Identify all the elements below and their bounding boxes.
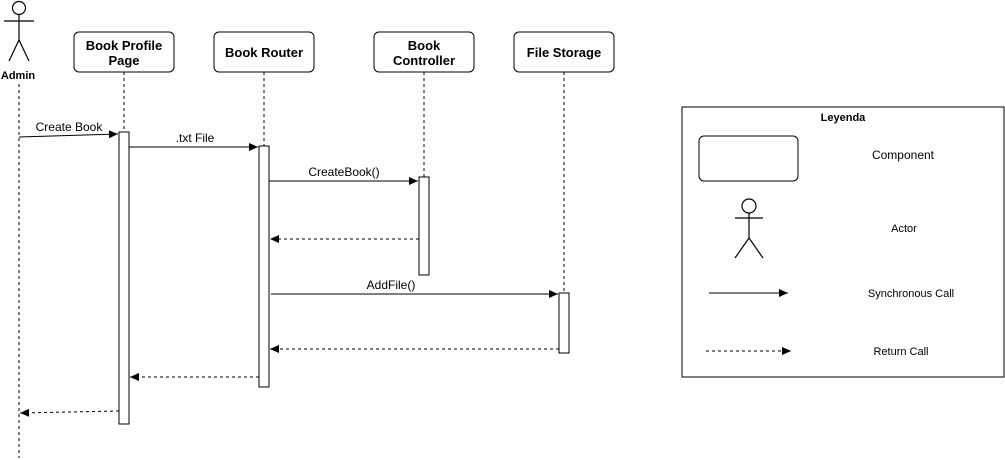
legend-component-swatch — [698, 135, 799, 182]
participant-label-line1: Book Profile — [86, 38, 163, 53]
legend-actor-icon — [734, 198, 764, 259]
message-label: .txt File — [176, 131, 215, 145]
legend-title: Leyenda — [821, 112, 867, 124]
participant-book-router: Book Router — [213, 31, 315, 73]
activation-book-router — [258, 145, 270, 388]
message-txt-file: .txt File — [129, 131, 258, 151]
activation-book-controller — [418, 176, 430, 276]
legend-return-call-label: Return Call — [873, 346, 928, 358]
message-createbook-call: CreateBook() — [269, 165, 418, 185]
message-addfile-call: AddFile() — [271, 278, 558, 298]
legend: Leyenda Component Actor Synchronous Call… — [681, 106, 1005, 378]
actor-admin-figure-icon — [4, 0, 34, 62]
participant-label-line2: Page — [108, 53, 139, 68]
message-label: CreateBook() — [308, 165, 379, 179]
actor-admin: Admin — [1, 0, 36, 82]
participant-label-line2: Controller — [393, 53, 455, 68]
participant-label: Book Router — [225, 45, 303, 60]
participant-book-controller: Book Controller — [373, 31, 475, 73]
participant-file-storage: File Storage — [513, 31, 615, 73]
message-label: Create Book — [36, 120, 104, 134]
participant-label-line1: Book — [408, 38, 441, 53]
legend-actor-label: Actor — [891, 223, 917, 235]
actor-admin-label: Admin — [1, 70, 36, 82]
message-label: AddFile() — [367, 278, 416, 292]
participant-label: File Storage — [527, 45, 601, 60]
activation-file-storage — [558, 292, 570, 354]
legend-sync-call-label: Synchronous Call — [868, 288, 954, 300]
legend-component-label: Component — [872, 148, 935, 162]
sync-call-arrow — [18, 130, 119, 139]
message-create-book: Create Book — [18, 120, 119, 139]
return-arrow-page-to-admin — [19, 408, 120, 417]
activation-book-profile-page — [118, 131, 130, 425]
participant-book-profile-page: Book Profile Page — [73, 31, 175, 73]
